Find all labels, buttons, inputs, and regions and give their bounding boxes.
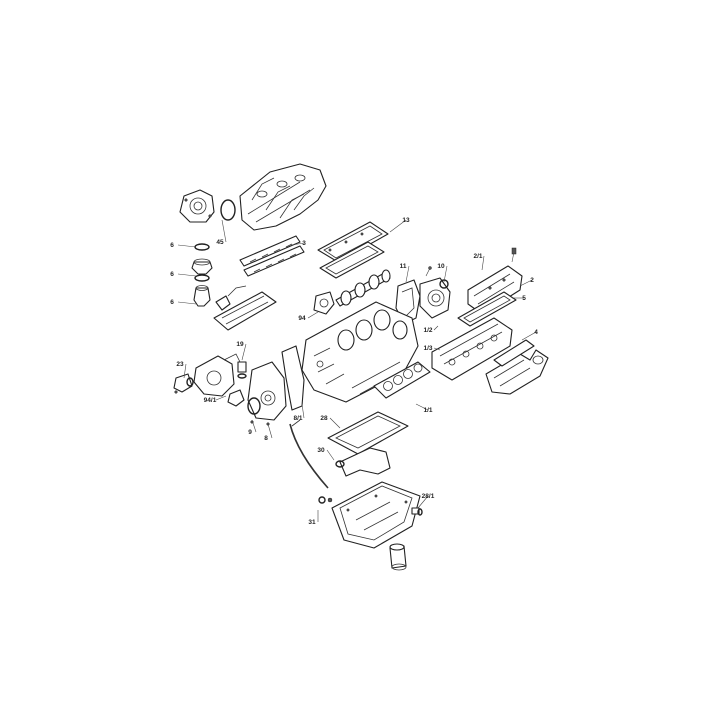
callout-label-c-28-1: 28/1 [422, 493, 435, 500]
callout-label-c-13: 13 [402, 217, 410, 224]
callout-label-c-30: 30 [317, 447, 325, 454]
callout-label-c-2-1: 2/1 [473, 253, 482, 260]
callout-label-c-9: 9 [248, 429, 252, 436]
callout-label-c-10: 10 [437, 263, 445, 270]
callout-leader-c-10 [443, 265, 448, 283]
camshaft [335, 269, 391, 307]
oil-pickup [335, 447, 391, 477]
callout-label-c-1-3: 1/3 [423, 345, 432, 352]
callout-label-c-8-1: 8/1 [293, 415, 302, 422]
thermostat-housing [173, 373, 193, 393]
callout-leader-c-28-1 [417, 495, 429, 509]
engine-block [301, 301, 419, 403]
oil-pan-gasket [327, 411, 409, 455]
callout-leader-c-19 [241, 343, 247, 361]
exhaust-manifold [485, 349, 549, 395]
callout-label-c-45: 45 [216, 239, 224, 246]
callout-label-c-2: 2 [530, 277, 534, 284]
fuel-rail-assembly [213, 285, 277, 331]
valley-cover-gasket [319, 241, 385, 279]
callout-leader-c-8 [267, 423, 273, 439]
callout-label-c-94: 94 [298, 315, 306, 322]
callout-label-c-4: 4 [534, 329, 538, 336]
callout-leader-c-3 [291, 242, 305, 246]
rear-seal-ring [439, 279, 449, 289]
seal-stack [191, 243, 213, 307]
callout-label-c-6b: 6 [170, 271, 174, 278]
callout-leader-c-11 [405, 265, 410, 283]
callout-labels: 13 45 6 3 2/1 6 11 10 2 94 6 5 1/2 4 19 1/3 23 94/1 1/1 8/1… [170, 217, 538, 526]
callout-leader-c-94-1 [215, 395, 227, 401]
callout-leader-c-94 [307, 311, 319, 319]
exhaust-manifold-gasket [493, 339, 535, 367]
callout-label-c-8: 8 [264, 435, 268, 442]
callout-leader-c-4 [521, 331, 537, 341]
callout-label-c-1-2: 1/2 [423, 327, 432, 334]
callout-leader-c-30 [326, 449, 335, 461]
head-gasket [373, 361, 431, 399]
callout-label-c-6a: 6 [170, 242, 174, 249]
callout-label-c-94-1: 94/1 [204, 397, 217, 404]
pan-plug-seal [318, 496, 326, 504]
callout-label-c-19: 19 [236, 341, 244, 348]
callout-leader-c-45 [221, 219, 227, 243]
callout-label-c-28: 28 [320, 415, 328, 422]
throttle-body [179, 189, 215, 223]
callout-leader-c-6b [177, 273, 197, 277]
callout-leader-c-13 [389, 219, 407, 233]
oil-pan [331, 481, 421, 549]
sensor-19 [237, 361, 247, 379]
callout-label-c-11: 11 [400, 263, 407, 270]
callout-leader-c-28 [329, 417, 341, 429]
intake-manifold [239, 163, 327, 231]
drain-plug [411, 507, 423, 516]
throttle-body-o-ring [220, 199, 236, 221]
thermostat-seal [186, 377, 194, 387]
callout-label-c-6c: 6 [170, 299, 174, 306]
callout-label-c-1-1: 1/1 [423, 407, 432, 414]
front-crank-seal [247, 397, 261, 415]
callout-leader-c-2-1 [481, 255, 485, 271]
timing-cover [247, 361, 287, 421]
callout-leader-c-6a [177, 244, 197, 248]
valve-cover [467, 265, 523, 315]
callout-label-c-5: 5 [522, 295, 526, 302]
intake-gasket-set [239, 235, 305, 277]
cover-plate-94-1 [227, 389, 245, 407]
dipstick-tube [289, 423, 329, 489]
callout-leader-c-2 [519, 279, 533, 287]
callout-leader-c-23 [183, 363, 187, 379]
cam-retainer-plate [313, 291, 335, 315]
callout-leader-c-6c [177, 301, 197, 305]
valve-cover-gasket [457, 291, 517, 327]
callout-leader-c-9 [251, 419, 257, 433]
water-pump [193, 353, 241, 397]
callout-leader-c-8-1 [301, 403, 305, 419]
callout-label-c-23: 23 [176, 361, 184, 368]
callout-label-c-31: 31 [308, 519, 316, 526]
callout-leader-c-1-1 [415, 403, 429, 411]
cylinder-head [431, 317, 513, 381]
callout-label-c-3: 3 [302, 240, 306, 247]
oil-filter [389, 543, 407, 571]
callout-leader-c-1-2 [433, 325, 439, 331]
callout-leader-c-1-3 [433, 347, 441, 351]
rear-main-seal-housing [419, 277, 451, 319]
